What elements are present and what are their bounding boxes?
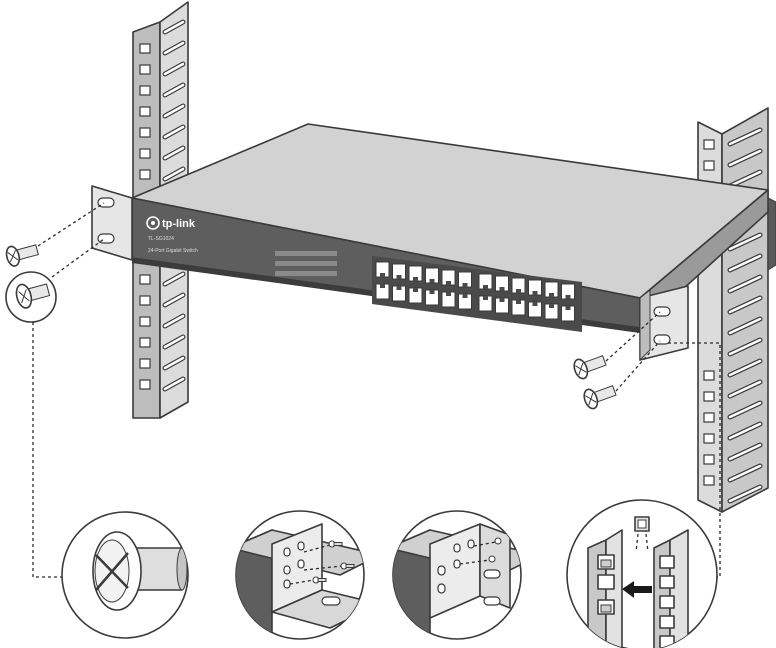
tp-link-logo-icon <box>146 216 160 230</box>
right-screw-lower <box>583 385 617 410</box>
rack-hole <box>139 64 151 75</box>
detail-screw-closeup <box>61 511 189 639</box>
rack-hole <box>703 412 715 423</box>
rack-hole <box>139 85 151 96</box>
rack-hole <box>139 148 151 159</box>
rack-hole <box>139 169 151 180</box>
detail-cage-nut-insert <box>566 499 718 648</box>
status-leds <box>275 251 337 276</box>
rack-hole <box>703 139 715 150</box>
rack-hole <box>703 391 715 402</box>
rack-hole <box>139 127 151 138</box>
rack-hole <box>139 274 151 285</box>
bracket-slot-upper <box>653 306 671 317</box>
rack-hole <box>139 295 151 306</box>
rack-hole <box>703 433 715 444</box>
cage-nut-icon <box>587 516 689 648</box>
network-switch: tp-link TL-SG1024 24-Port Gigabit Switch <box>131 123 769 333</box>
brand-label: tp-link <box>162 218 196 230</box>
left-mounting-bracket <box>91 185 133 261</box>
detail-bracket-attached <box>392 510 522 640</box>
rack-hole <box>139 337 151 348</box>
bracket-slot-lower <box>653 334 671 345</box>
rack-hole <box>139 316 151 327</box>
guide-lines <box>32 202 721 578</box>
model-label: TL-SG1024 <box>148 236 174 242</box>
right-screw-upper <box>573 355 607 380</box>
rack-hole <box>703 475 715 486</box>
screw-icon <box>92 531 188 611</box>
detail-bracket-attach <box>235 510 365 640</box>
rack-hole <box>139 358 151 369</box>
ethernet-port-grid <box>372 256 582 332</box>
insert-arrow-icon <box>622 581 652 598</box>
rack-hole <box>703 160 715 171</box>
left-post-holes <box>139 43 151 390</box>
left-rack-post <box>132 1 189 419</box>
right-mounting-bracket <box>639 285 689 362</box>
rack-hole <box>139 43 151 54</box>
rack-hole <box>139 379 151 390</box>
rack-hole <box>703 454 715 465</box>
screw-zoom-circle <box>5 271 57 323</box>
right-rack-post <box>697 107 776 513</box>
description-label: 24-Port Gigabit Switch <box>148 248 198 254</box>
left-screw-upper <box>5 244 39 267</box>
bracket-slot-lower <box>97 233 115 244</box>
bracket-slot-upper <box>97 197 115 208</box>
rack-hole <box>703 370 715 381</box>
rack-hole <box>139 106 151 117</box>
